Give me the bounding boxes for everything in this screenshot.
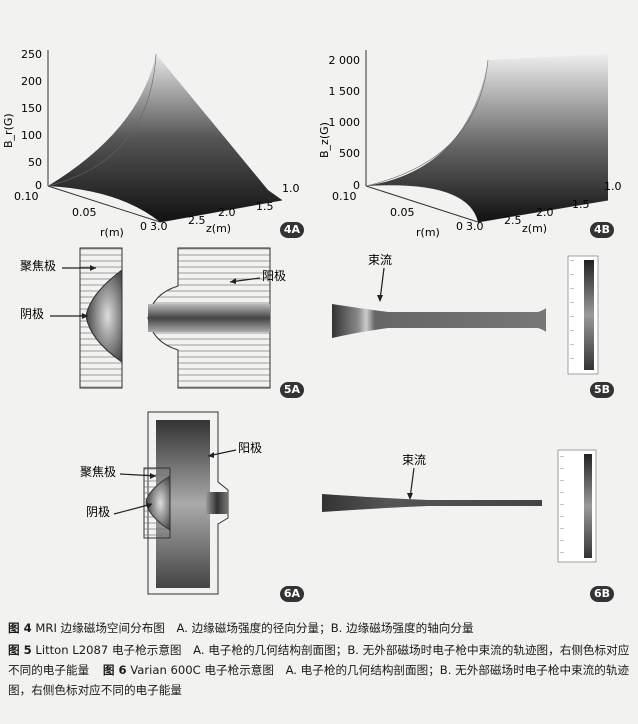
r-tick: 0.10 <box>332 190 357 203</box>
z-tick: 1.0 <box>604 180 622 193</box>
svg-text:—: — <box>560 454 564 459</box>
surface-4a <box>48 54 282 222</box>
caption-fig5-6: 图 5 Litton L2087 电子枪示意图 A. 电子枪的几何结构剖面图；B… <box>8 640 630 700</box>
y-tick: 250 <box>21 48 42 61</box>
anode-bore <box>148 304 270 332</box>
caption-label: 图 5 <box>8 643 32 657</box>
svg-text:—: — <box>570 314 574 319</box>
figure-5a: 聚焦极 阴极 阳极 <box>20 247 286 389</box>
y-tick: 1 500 <box>329 85 361 98</box>
svg-text:—: — <box>570 328 574 333</box>
label-cathode: 阴极 <box>20 307 44 321</box>
z-tick: 2.0 <box>536 206 554 219</box>
beam-trajectory <box>332 304 546 338</box>
svg-text:—: — <box>560 538 564 543</box>
figure-4a: 250 200 150 100 50 0 B_r(G) 0.10 0.05 0 … <box>2 48 300 239</box>
label-cathode: 阴极 <box>86 505 110 519</box>
svg-text:—: — <box>560 502 564 507</box>
z-axis-label: z(m) <box>206 222 231 235</box>
y-tick: 1 000 <box>329 116 361 129</box>
badge-5b: 5B <box>590 382 614 398</box>
z-tick: 2.5 <box>188 214 206 227</box>
svg-text:—: — <box>560 526 564 531</box>
r-tick: 0.05 <box>390 206 415 219</box>
caption-label: 图 6 <box>102 663 127 677</box>
y-tick: 0 <box>35 179 42 192</box>
z-tick: 1.5 <box>572 198 590 211</box>
label-anode: 阳极 <box>238 441 262 455</box>
y-tick: 2 000 <box>329 54 361 67</box>
z-tick: 2.5 <box>504 214 522 227</box>
figure-5b: 束流 — — — — — — — — <box>332 253 599 375</box>
cathode-shape <box>145 475 171 531</box>
badge-5a: 5A <box>280 382 304 398</box>
z-axis-label: z(m) <box>522 222 547 235</box>
figure-6b: 束流 — — — — — — — — — <box>322 449 597 563</box>
svg-text:—: — <box>570 258 574 263</box>
figure-6a: 阳极 聚焦极 阴极 <box>80 411 262 595</box>
svg-text:—: — <box>560 478 564 483</box>
y-tick: 50 <box>28 156 42 169</box>
badge-4b: 4B <box>590 222 614 238</box>
y-tick: 200 <box>21 75 42 88</box>
z-tick: 3.0 <box>150 220 168 233</box>
badge-6b: 6B <box>590 586 614 602</box>
label-beam: 束流 <box>368 253 392 267</box>
r-axis-label: r(m) <box>416 226 440 239</box>
svg-text:—: — <box>560 550 564 555</box>
y-tick: 500 <box>339 147 360 160</box>
surface-4b <box>366 54 608 222</box>
label-anode: 阳极 <box>262 269 286 283</box>
badge-4a: 4A <box>280 222 304 238</box>
caption-text: Varian 600C 电子枪示意图 A. 电子枪的几何结构剖面图；B. 无外部… <box>8 663 630 697</box>
r-tick: 0 <box>140 220 147 233</box>
caption-label: 图 4 <box>8 621 32 635</box>
label-focus: 聚焦极 <box>80 465 116 479</box>
svg-text:—: — <box>560 490 564 495</box>
z-tick: 1.5 <box>256 200 274 213</box>
svg-text:—: — <box>570 342 574 347</box>
svg-text:—: — <box>570 300 574 305</box>
svg-text:—: — <box>560 514 564 519</box>
z-tick: 3.0 <box>466 220 484 233</box>
beam-trajectory <box>322 494 542 512</box>
r-axis-label: r(m) <box>100 226 124 239</box>
y-tick: 0 <box>353 179 360 192</box>
y-axis-label: B_r(G) <box>2 113 15 148</box>
figure-4b: 2 000 1 500 1 000 500 0 B_z(G) 0.10 0.05… <box>318 50 622 239</box>
svg-text:—: — <box>570 356 574 361</box>
caption-fig4: 图 4 MRI 边缘磁场空间分布图 A. 边缘磁场强度的径向分量；B. 边缘磁场… <box>8 618 630 638</box>
label-beam: 束流 <box>402 453 426 467</box>
svg-text:—: — <box>560 466 564 471</box>
y-tick: 150 <box>21 102 42 115</box>
z-tick: 2.0 <box>218 206 236 219</box>
svg-text:—: — <box>570 286 574 291</box>
badge-6a: 6A <box>280 586 304 602</box>
svg-text:—: — <box>570 272 574 277</box>
y-tick: 100 <box>21 129 42 142</box>
r-tick: 0.05 <box>72 206 97 219</box>
label-focus: 聚焦极 <box>20 259 56 273</box>
caption-text: Litton L2087 电子枪示意图 A. 电子枪的几何结构剖面图；B. 无外… <box>8 643 630 677</box>
r-tick: 0.10 <box>14 190 39 203</box>
r-tick: 0 <box>456 220 463 233</box>
y-axis-label: B_z(G) <box>318 122 331 158</box>
z-tick: 1.0 <box>282 182 300 195</box>
caption-text: MRI 边缘磁场空间分布图 A. 边缘磁场强度的径向分量；B. 边缘磁场强度的轴… <box>35 621 474 635</box>
